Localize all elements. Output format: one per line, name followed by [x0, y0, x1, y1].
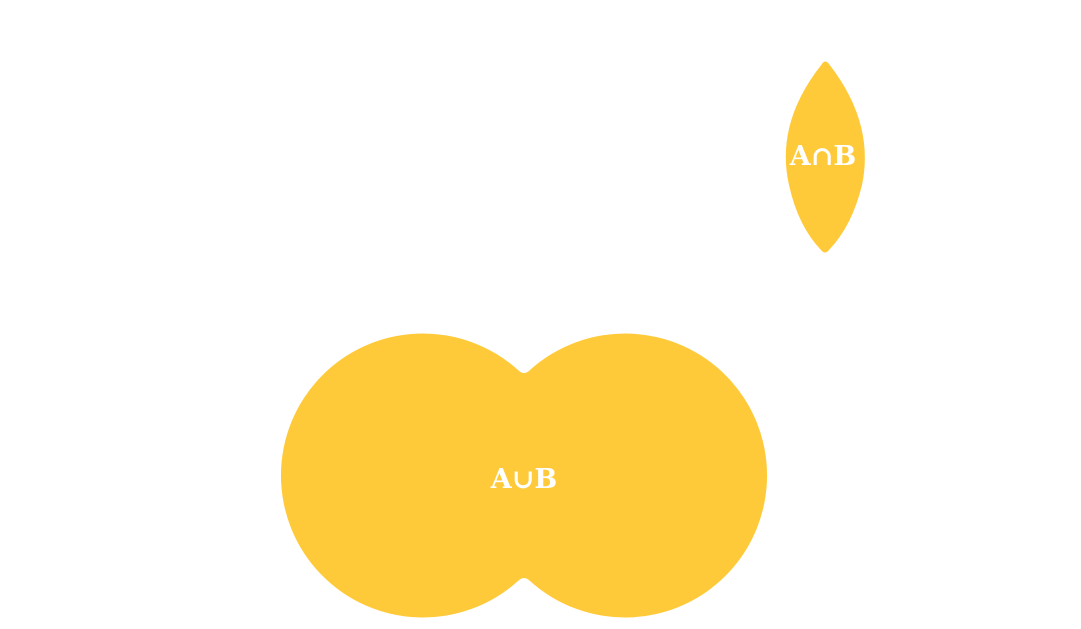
union-label: A∪B — [490, 464, 557, 495]
union-group: A∪B — [280, 333, 768, 618]
union-shape — [280, 333, 768, 618]
intersection-shape — [785, 61, 865, 253]
intersection-label: A∩B — [789, 141, 856, 172]
intersection-group: A∩B — [785, 61, 865, 253]
